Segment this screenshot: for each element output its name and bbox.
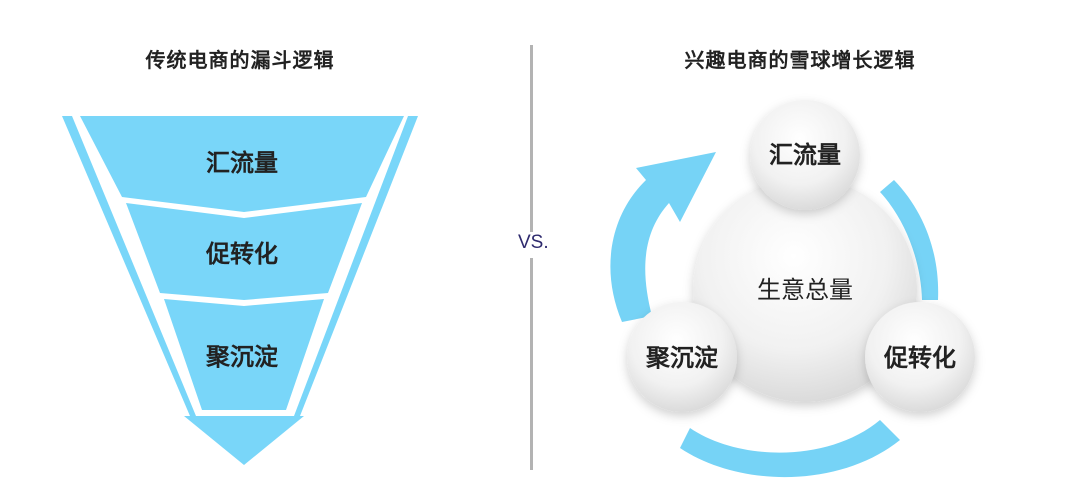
funnel-outer-rails <box>62 116 418 416</box>
cycle-arrow-left <box>610 152 716 322</box>
node-label-top: 汇流量 <box>769 141 841 169</box>
node-sphere-right <box>865 302 975 412</box>
center-label: 生意总量 <box>757 276 853 304</box>
funnel-label-2: 促转化 <box>205 240 278 268</box>
vs-label: VS. <box>518 232 558 258</box>
node-label-right: 促转化 <box>883 344 956 372</box>
node-sphere-top <box>750 100 860 210</box>
funnel-rail-left <box>62 116 196 416</box>
funnel-segment-2 <box>126 203 362 300</box>
right-title: 兴趣电商的雪球增长逻辑 <box>684 48 916 72</box>
node-label-left: 聚沉淀 <box>645 344 719 372</box>
funnel-label-3: 聚沉淀 <box>205 343 279 371</box>
center-sphere <box>693 178 917 402</box>
funnel-segment-1 <box>80 116 404 212</box>
funnel-rail-right <box>294 116 418 416</box>
node-sphere-left <box>627 302 737 412</box>
funnel-label-1: 汇流量 <box>206 149 278 177</box>
spheres <box>627 100 975 412</box>
left-title: 传统电商的漏斗逻辑 <box>145 48 335 72</box>
cycle-arrow-right <box>880 180 939 300</box>
cycle-arrow-bottom <box>680 420 900 478</box>
funnel-arrow-tip <box>184 416 304 465</box>
funnel-segment-3 <box>164 299 324 410</box>
cycle-arrows <box>610 152 939 478</box>
funnel <box>80 116 404 465</box>
